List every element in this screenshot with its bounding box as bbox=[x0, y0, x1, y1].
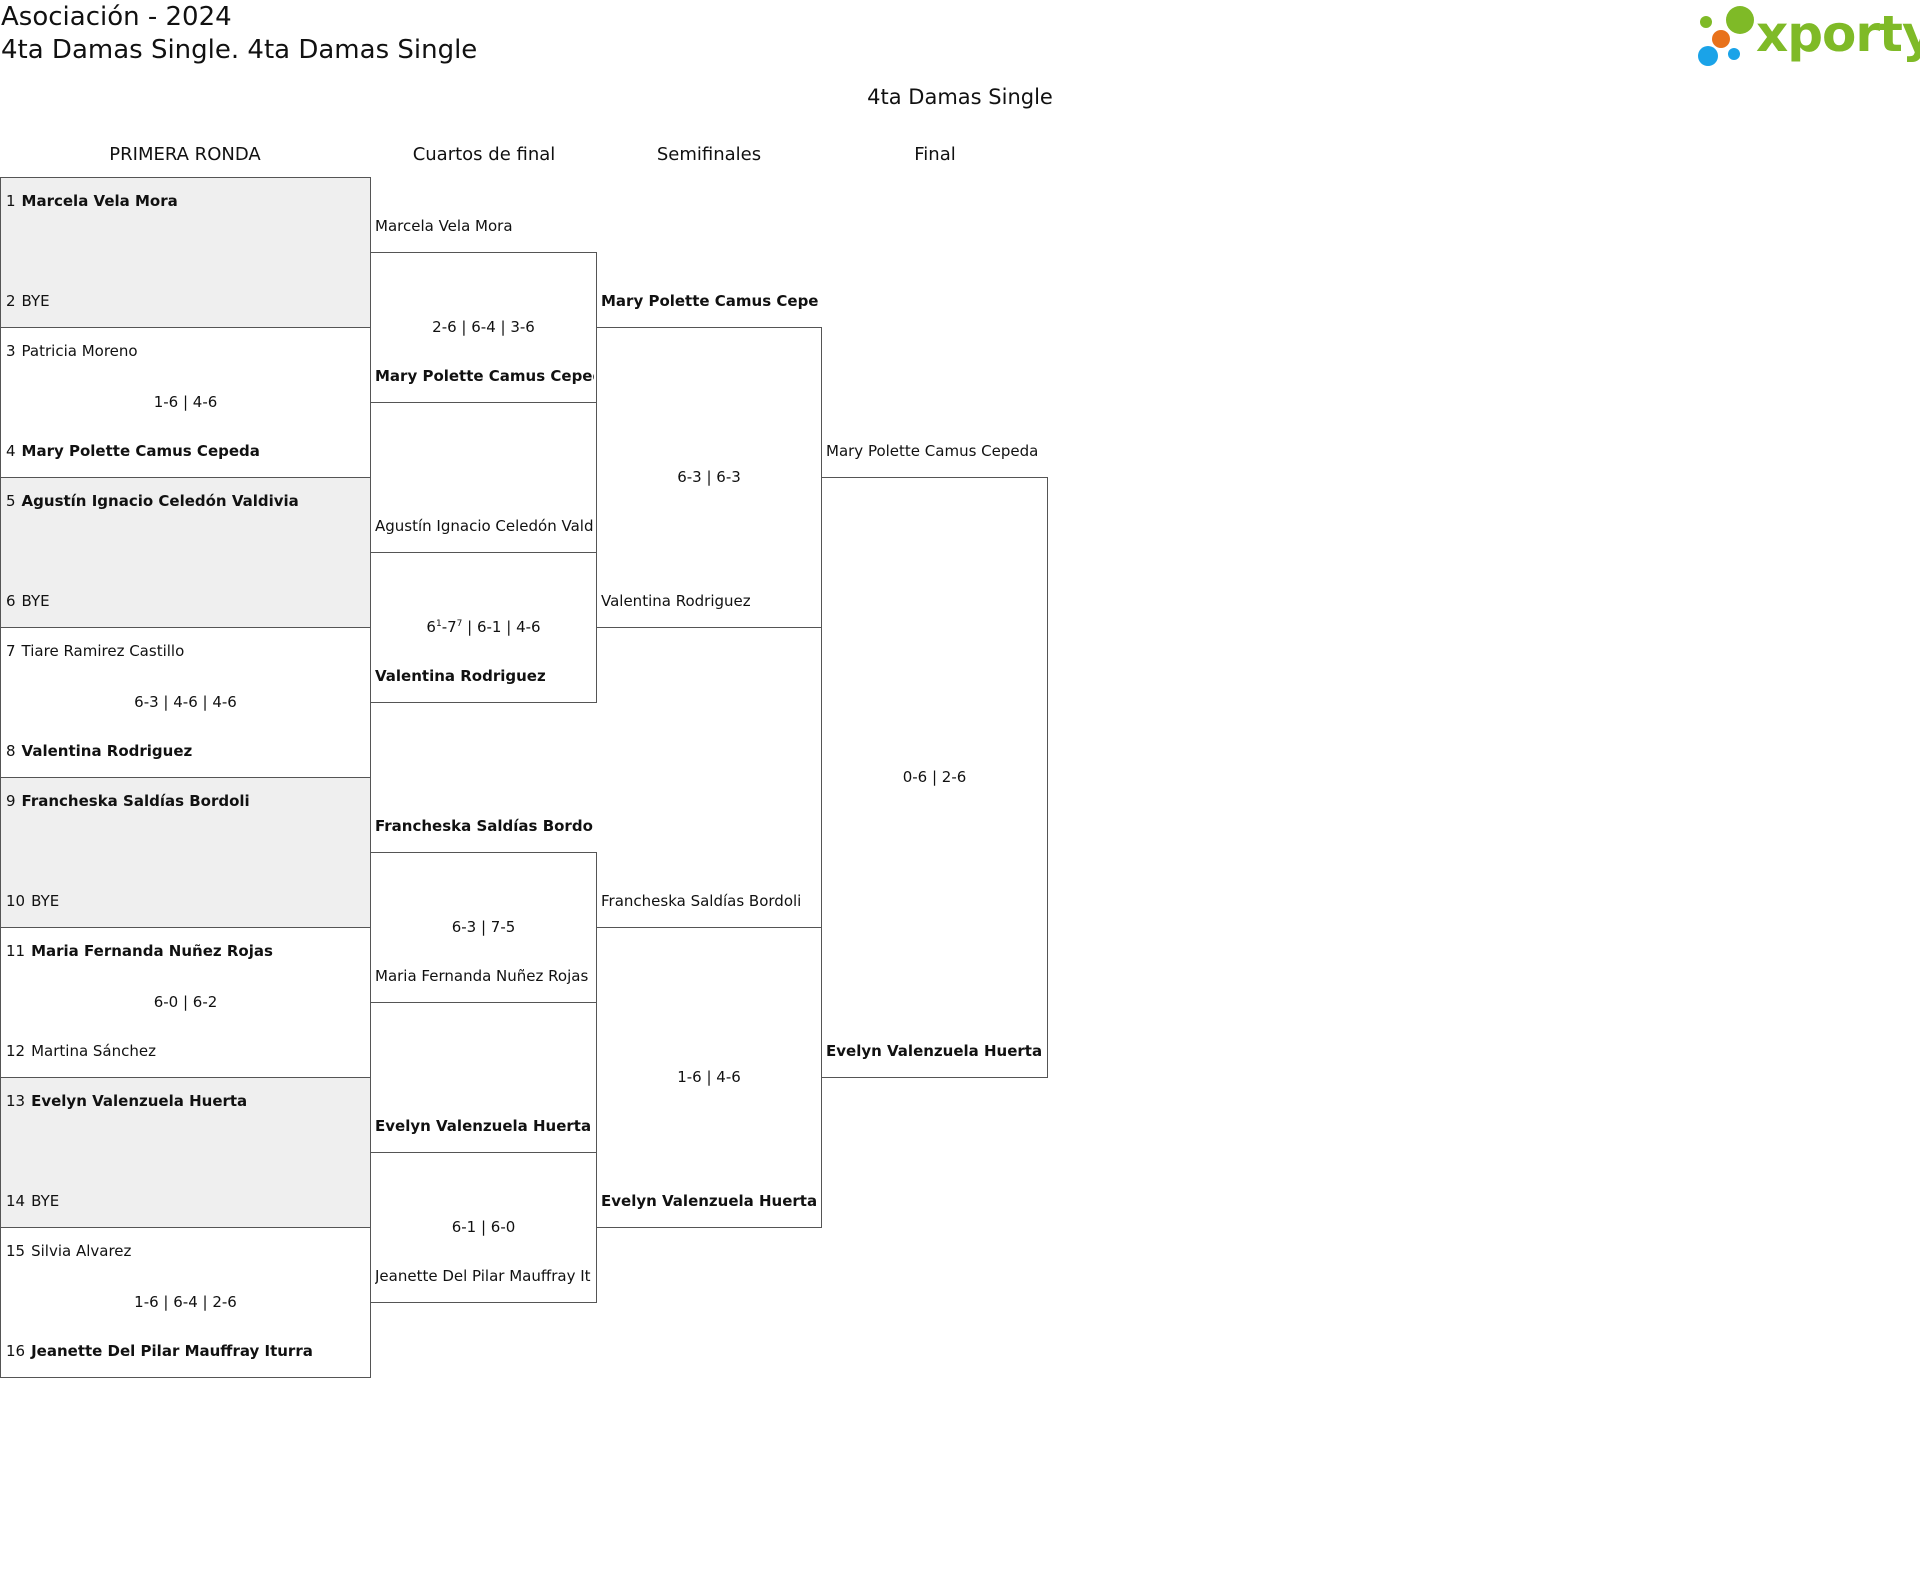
player-name: Evelyn Valenzuela Huerta bbox=[375, 1117, 592, 1135]
player-name: Patricia Moreno bbox=[21, 342, 138, 360]
player-name: Martina Sánchez bbox=[31, 1042, 156, 1060]
player-entry[interactable]: 11 Maria Fernanda Nuñez Rojas bbox=[6, 942, 366, 960]
first-round-match bbox=[0, 477, 371, 628]
player-name: Mary Polette Camus Cepeda bbox=[21, 442, 260, 460]
player-entry[interactable]: 10 BYE bbox=[6, 892, 366, 910]
tournament-title: Asociación - 2024 bbox=[1, 2, 232, 32]
match-score: 6-3 | 4-6 | 4-6 bbox=[134, 693, 237, 711]
score-part: 1 bbox=[435, 619, 442, 629]
round-label-quarterfinals: Cuartos de final bbox=[412, 144, 556, 165]
player-name: Silvia Alvarez bbox=[31, 1242, 132, 1260]
xporty-logo: xporty bbox=[1690, 2, 1920, 68]
score-part: 7 bbox=[456, 619, 463, 629]
match-score: 6-1 | 6-0 bbox=[451, 1218, 516, 1236]
seed-number: 11 bbox=[6, 942, 26, 960]
match-score: 1-6 | 4-6 bbox=[677, 1068, 741, 1086]
logo-dot-green-small bbox=[1700, 16, 1712, 28]
player-name: Marcela Vela Mora bbox=[375, 217, 513, 235]
final-match bbox=[821, 477, 1048, 1078]
player-entry[interactable]: 1 Marcela Vela Mora bbox=[6, 192, 366, 210]
seed-number: 15 bbox=[6, 1242, 26, 1260]
seed-number: 1 bbox=[6, 192, 16, 210]
category-title: 4ta Damas Single. 4ta Damas Single bbox=[1, 35, 478, 65]
player-name: Francheska Saldías Bordoli bbox=[21, 792, 250, 810]
player-entry[interactable]: 14 BYE bbox=[6, 1192, 366, 1210]
score-part: 7 bbox=[447, 618, 457, 636]
score-part: - bbox=[441, 618, 448, 636]
logo-dot-blue-small bbox=[1728, 48, 1740, 60]
player-name: Evelyn Valenzuela Huerta bbox=[826, 1042, 1043, 1060]
player-entry[interactable]: 5 Agustín Ignacio Celedón Valdivia bbox=[6, 492, 366, 510]
seed-number: 16 bbox=[6, 1342, 26, 1360]
player-entry[interactable]: 4 Mary Polette Camus Cepeda bbox=[6, 442, 366, 460]
logo-text: xporty bbox=[1756, 5, 1920, 63]
seed-number: 10 bbox=[6, 892, 26, 910]
player-name: BYE bbox=[21, 592, 50, 610]
seed-number: 12 bbox=[6, 1042, 26, 1060]
player-name: Mary Polette Camus Cepeda bbox=[826, 442, 1039, 460]
player-name: Valentina Rodriguez bbox=[601, 592, 751, 610]
seed-number: 7 bbox=[6, 642, 16, 660]
player-entry[interactable]: 12 Martina Sánchez bbox=[6, 1042, 366, 1060]
player-entry[interactable]: 6 BYE bbox=[6, 592, 366, 610]
seed-number: 14 bbox=[6, 1192, 26, 1210]
seed-number: 13 bbox=[6, 1092, 26, 1110]
player-name: Evelyn Valenzuela Huerta bbox=[601, 1192, 818, 1210]
score-part: 6 bbox=[426, 618, 436, 636]
logo-dot-blue-large bbox=[1698, 46, 1718, 66]
score-part: | 6-1 | 4-6 bbox=[462, 618, 541, 636]
player-name: Tiare Ramirez Castillo bbox=[21, 642, 185, 660]
player-entry[interactable]: 3 Patricia Moreno bbox=[6, 342, 366, 360]
first-round-match bbox=[0, 777, 371, 928]
player-name: Mary Polette Camus Cepeda bbox=[601, 292, 819, 310]
player-entry[interactable]: 15 Silvia Alvarez bbox=[6, 1242, 366, 1260]
logo-dot-green-large bbox=[1726, 6, 1754, 34]
player-name: Valentina Rodriguez bbox=[21, 742, 193, 760]
match-score: 6-3 | 6-3 bbox=[677, 468, 741, 486]
first-round-match bbox=[0, 1077, 371, 1228]
seed-number: 8 bbox=[6, 742, 16, 760]
player-name: Maria Fernanda Nuñez Rojas bbox=[375, 967, 589, 985]
match-score: 61-77 | 6-1 | 4-6 bbox=[370, 618, 597, 636]
player-name: Agustín Ignacio Celedón Vald bbox=[375, 517, 594, 535]
player-name: BYE bbox=[31, 1192, 60, 1210]
player-name: Agustín Ignacio Celedón Valdivia bbox=[21, 492, 299, 510]
player-name: BYE bbox=[31, 892, 60, 910]
player-name: Jeanette Del Pilar Mauffray Iturra bbox=[31, 1342, 313, 1360]
player-name: Francheska Saldías Bordoli bbox=[375, 817, 594, 835]
match-score: 6-3 | 7-5 bbox=[451, 918, 516, 936]
player-entry[interactable]: 9 Francheska Saldías Bordoli bbox=[6, 792, 366, 810]
seed-number: 2 bbox=[6, 292, 16, 310]
seed-number: 4 bbox=[6, 442, 16, 460]
player-name: BYE bbox=[21, 292, 50, 310]
draw-title: 4ta Damas Single bbox=[867, 85, 1053, 109]
player-name: Valentina Rodriguez bbox=[375, 667, 546, 685]
player-name: Maria Fernanda Nuñez Rojas bbox=[31, 942, 273, 960]
round-label-final: Final bbox=[914, 144, 956, 165]
player-name: Francheska Saldías Bordoli bbox=[601, 892, 802, 910]
seed-number: 3 bbox=[6, 342, 16, 360]
player-name: Evelyn Valenzuela Huerta bbox=[31, 1092, 248, 1110]
player-entry[interactable]: 7 Tiare Ramirez Castillo bbox=[6, 642, 366, 660]
match-score: 2-6 | 6-4 | 3-6 bbox=[432, 318, 535, 336]
logo-dot-orange bbox=[1712, 30, 1730, 48]
player-name: Jeanette Del Pilar Mauffray It bbox=[375, 1267, 591, 1285]
match-score: 6-0 | 6-2 bbox=[153, 993, 218, 1011]
player-entry[interactable]: 8 Valentina Rodriguez bbox=[6, 742, 366, 760]
player-name: Marcela Vela Mora bbox=[21, 192, 178, 210]
match-score: 0-6 | 2-6 bbox=[902, 768, 967, 786]
round-label-first: PRIMERA RONDA bbox=[109, 144, 261, 165]
player-entry[interactable]: 2 BYE bbox=[6, 292, 366, 310]
seed-number: 6 bbox=[6, 592, 16, 610]
player-entry[interactable]: 16 Jeanette Del Pilar Mauffray Iturra bbox=[6, 1342, 366, 1360]
player-entry[interactable]: 13 Evelyn Valenzuela Huerta bbox=[6, 1092, 366, 1110]
round-label-semifinals: Semifinales bbox=[656, 144, 762, 165]
seed-number: 5 bbox=[6, 492, 16, 510]
first-round-match bbox=[0, 177, 371, 328]
match-score: 1-6 | 6-4 | 2-6 bbox=[134, 1293, 237, 1311]
seed-number: 9 bbox=[6, 792, 16, 810]
match-score: 1-6 | 4-6 bbox=[153, 393, 218, 411]
player-name: Mary Polette Camus Cepeda bbox=[375, 367, 594, 385]
